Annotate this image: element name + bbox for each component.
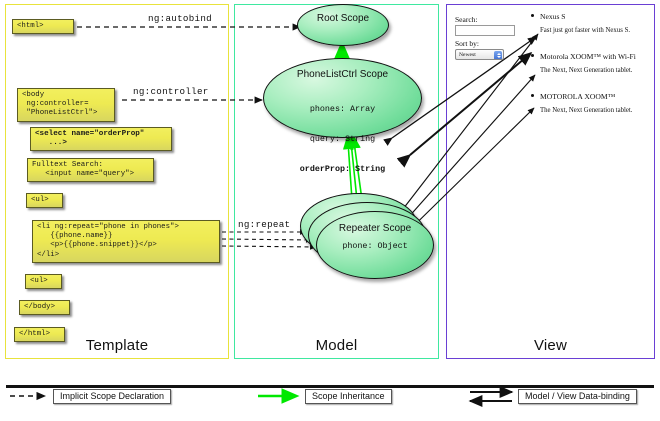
scope-repeater[interactable]: Repeater Scope phone: Object [316, 211, 434, 279]
code-box-ul-close[interactable]: <ul> [25, 274, 62, 290]
scope-root-title: Root Scope [316, 13, 370, 24]
code-box-body-close[interactable]: </body> [19, 300, 70, 316]
list-item[interactable]: MOTOROLA XOOM™ The Next, Next Generation… [531, 92, 652, 114]
legend-divider [6, 385, 654, 388]
scope-repeater-props: phone: Object [342, 241, 408, 251]
code-box-body-open[interactable]: <body ng:controller= "PhoneListCtrl"> [17, 88, 115, 122]
panel-label-model: Model [315, 337, 358, 354]
sort-select-value: Newest [459, 52, 476, 58]
phone-name: Motorola XOOM™ with Wi-Fi [540, 52, 636, 61]
legend-scope-inheritance: Scope Inheritance [305, 389, 392, 404]
legend-implicit-scope-declaration: Implicit Scope Declaration [53, 389, 172, 404]
sort-select[interactable]: Newest [455, 49, 504, 60]
bullet-icon [531, 14, 534, 18]
prop-orderprop: orderProp: String [299, 164, 386, 174]
prop-query: query: String [309, 134, 376, 144]
phone-snippet: Fast just got faster with Nexus S. [540, 27, 631, 34]
label-ng-controller: ng:controller [133, 86, 209, 97]
code-box-ul-open[interactable]: <ul> [26, 193, 63, 209]
code-box-select[interactable]: <select name="orderProp" ...> [30, 127, 172, 152]
code-box-fulltext-search[interactable]: Fulltext Search: <input name="query"> [27, 158, 154, 183]
label-ng-repeat: ng:repeat [238, 219, 291, 230]
code-box-html-close[interactable]: </html> [14, 327, 65, 343]
label-ng-autobind: ng:autobind [148, 13, 212, 24]
chevron-updown-icon[interactable] [494, 51, 502, 59]
phone-snippet: The Next, Next Generation tablet. [540, 67, 633, 74]
scope-phonelistctrl-title: PhoneListCtrl Scope [296, 69, 389, 80]
panel-label-view: View [533, 337, 568, 354]
sort-label: Sort by: [455, 39, 479, 48]
scope-repeater-title: Repeater Scope [338, 223, 412, 234]
bullet-icon [531, 94, 534, 98]
phone-name: Nexus S [540, 12, 566, 21]
phone-name: MOTOROLA XOOM™ [540, 92, 616, 101]
search-input[interactable] [455, 25, 515, 36]
list-item[interactable]: Motorola XOOM™ with Wi-Fi The Next, Next… [531, 52, 652, 74]
legend-model-view-data-binding: Model / View Data-binding [518, 389, 637, 404]
scope-phonelistctrl[interactable]: PhoneListCtrl Scope phones: Array query:… [263, 58, 422, 174]
scope-root[interactable]: Root Scope [297, 4, 389, 46]
bullet-icon [531, 54, 534, 58]
list-item[interactable]: Nexus S Fast just got faster with Nexus … [531, 12, 652, 34]
search-label: Search: [455, 15, 478, 24]
phone-snippet: The Next, Next Generation tablet. [540, 107, 633, 114]
code-box-li-repeat[interactable]: <li ng:repeat="phone in phones"> {{phone… [32, 220, 220, 263]
panel-label-template: Template [85, 337, 149, 354]
legend-glyph-double-arrow [468, 386, 514, 407]
scope-phonelistctrl-props: phones: Array query: String orderProp: S… [264, 84, 421, 194]
code-box-html-open[interactable]: <html> [12, 19, 74, 35]
prop-phones: phones: Array [309, 104, 376, 114]
